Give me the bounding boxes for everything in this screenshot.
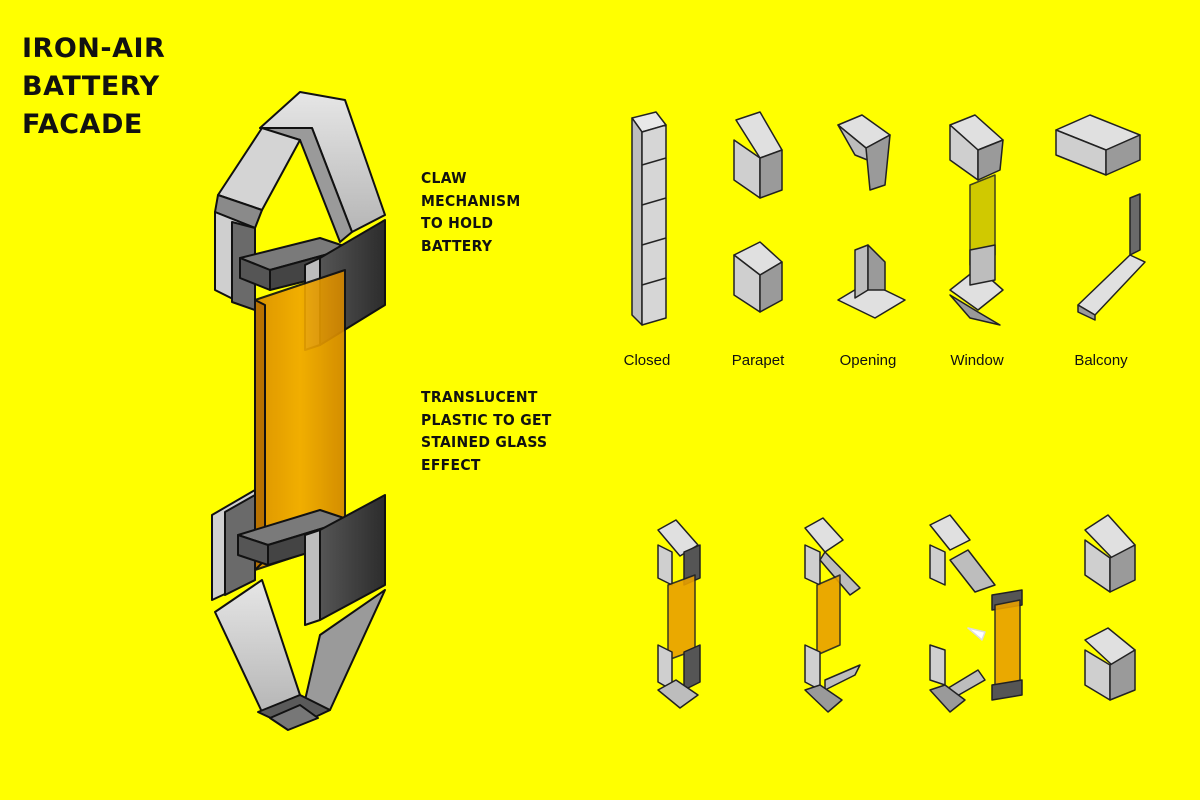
assembly-step-3	[930, 515, 1022, 712]
variant-label-closed: Closed	[597, 352, 697, 369]
plastic-annotation: TRANSLUCENT PLASTIC TO GET STAINED GLASS…	[421, 386, 552, 476]
variant-balcony-drawing	[1056, 115, 1145, 320]
plastic-annotation-line-3: STAINED GLASS	[421, 431, 552, 454]
variant-parapet-drawing	[734, 112, 782, 312]
variant-window-drawing	[950, 115, 1003, 325]
claw-annotation-line-3: TO HOLD	[421, 212, 521, 235]
variant-label-window: Window	[927, 352, 1027, 369]
main-module	[212, 92, 385, 730]
variant-label-opening: Opening	[818, 352, 918, 369]
claw-annotation: CLAW MECHANISM TO HOLD BATTERY	[421, 167, 521, 257]
plastic-annotation-line-2: PLASTIC TO GET	[421, 409, 552, 432]
plastic-annotation-line-4: EFFECT	[421, 454, 552, 477]
assembly-step-4	[1085, 515, 1135, 700]
variant-opening-drawing	[838, 115, 905, 318]
variant-label-balcony: Balcony	[1051, 352, 1151, 369]
assembly-step-2	[805, 518, 860, 712]
claw-annotation-line-1: CLAW	[421, 167, 521, 190]
bottom-claw	[212, 490, 385, 730]
plastic-annotation-line-1: TRANSLUCENT	[421, 386, 552, 409]
variant-closed-drawing	[632, 112, 666, 325]
claw-annotation-line-2: MECHANISM	[421, 190, 521, 213]
claw-annotation-line-4: BATTERY	[421, 235, 521, 258]
assembly-step-1	[658, 520, 700, 708]
variant-label-parapet: Parapet	[708, 352, 808, 369]
